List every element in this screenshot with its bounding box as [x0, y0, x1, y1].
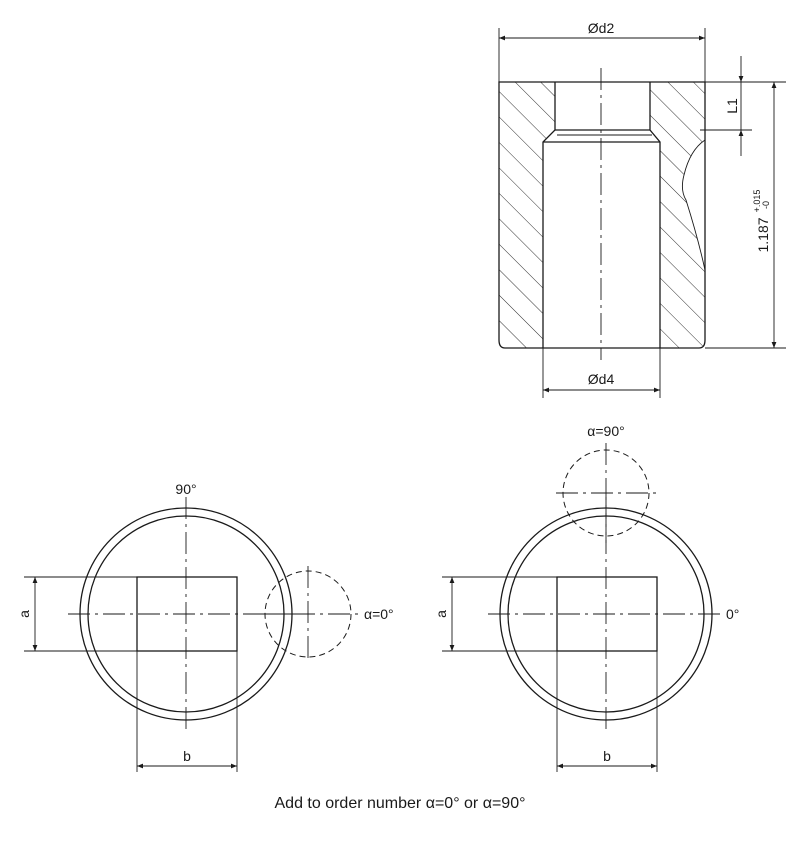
- label-angle-90: 90°: [175, 481, 196, 497]
- end-view-alpha-0: 90° α=0° a b: [16, 481, 394, 772]
- hatched-wall-left: [499, 82, 555, 348]
- part-outline: [498, 81, 706, 349]
- dimension-l1: L1: [700, 56, 752, 156]
- order-note: Add to order number α=0° or α=90°: [275, 795, 526, 812]
- label-total-length: 1.187: [755, 217, 771, 252]
- hatched-wall-right: [650, 82, 706, 348]
- label-dim-b-right: b: [603, 748, 611, 764]
- dimension-total-length: 1.187 +.015 -0: [705, 81, 786, 349]
- label-length-l1: L1: [724, 98, 740, 114]
- label-dim-b-left: b: [183, 748, 191, 764]
- label-outer-diameter: Ød2: [588, 20, 615, 36]
- label-angle-0: 0°: [726, 606, 739, 622]
- label-tolerance-minus: -0: [761, 201, 771, 209]
- label-dim-a-right: a: [433, 610, 449, 618]
- label-tolerance-plus: +.015: [752, 190, 762, 213]
- end-view-alpha-90: α=90° 0° a b: [433, 423, 739, 772]
- label-dim-a-left: a: [16, 610, 32, 618]
- section-view: Ød2 Ød4 L1 1.187 +.015 -0: [498, 20, 786, 398]
- dimension-d2: Ød2: [498, 20, 706, 82]
- label-alpha-0: α=0°: [364, 606, 394, 622]
- dimension-d4: Ød4: [542, 348, 661, 398]
- counterbore-outline: [542, 82, 556, 348]
- label-alpha-90: α=90°: [587, 423, 624, 439]
- label-bore-diameter: Ød4: [588, 371, 615, 387]
